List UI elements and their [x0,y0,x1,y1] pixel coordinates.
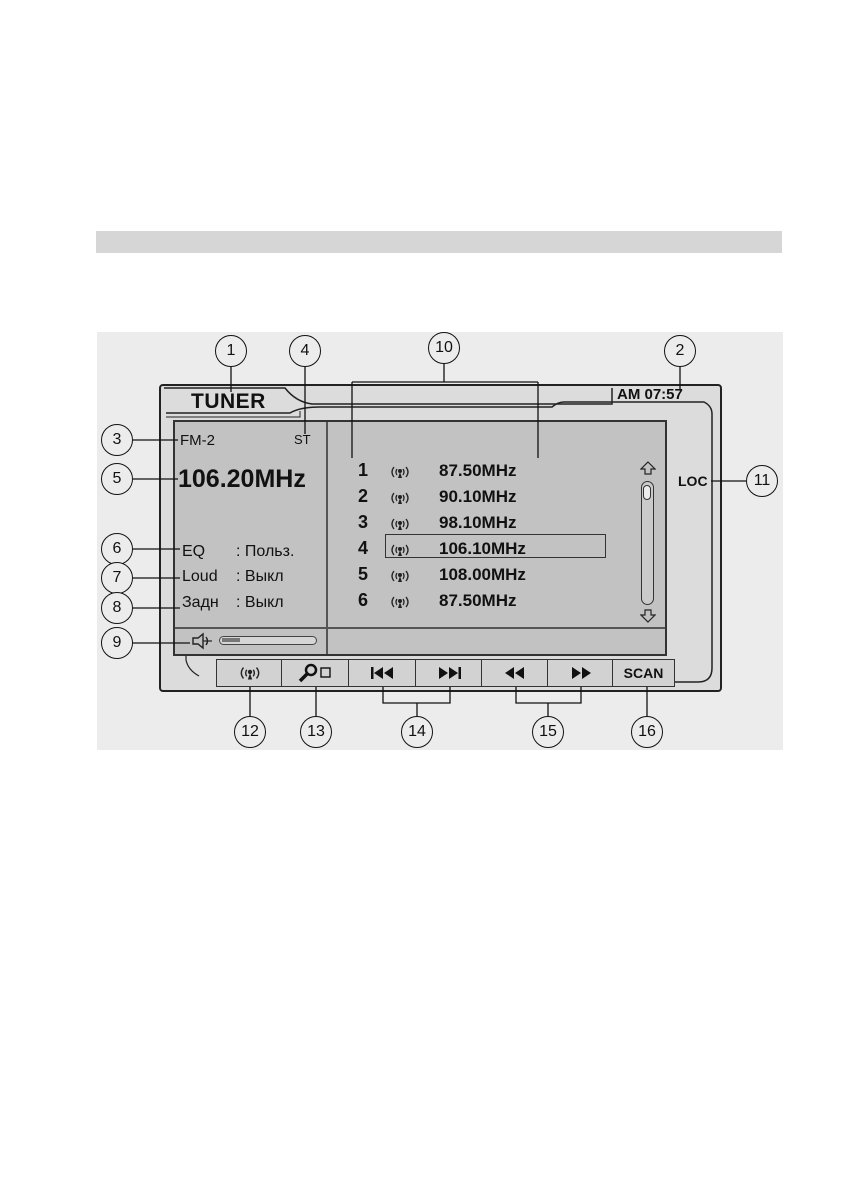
callout-15: 15 [532,716,564,748]
fast-forward-button[interactable] [547,659,614,687]
search-button[interactable] [281,659,350,687]
callout-5: 5 [101,463,133,495]
callout-13: 13 [300,716,332,748]
clock-time: 07:57 [644,386,683,403]
callout-3: 3 [101,424,133,456]
band-label: FM-2 [180,432,215,449]
callout-14: 14 [401,716,433,748]
preset-frequency: 90.10MHz [439,487,517,506]
skip-back-icon [370,667,393,679]
loc-button[interactable]: LOC [678,473,708,489]
status-divider [175,627,665,629]
preset-frequency: 87.50MHz [439,591,517,610]
volume-level-fill [222,638,240,642]
preset-item-1[interactable]: 1 87.50MHz [355,460,615,484]
selection-highlight [385,534,606,558]
rewind-button[interactable] [481,659,549,687]
callout-11: 11 [746,465,778,497]
callout-12: 12 [234,716,266,748]
preset-item-6[interactable]: 6 87.50MHz [355,590,615,614]
next-button[interactable] [415,659,483,687]
rear-label: Задн [182,594,219,611]
ampm-indicator: AM [617,386,641,403]
callout-16: 16 [631,716,663,748]
stereo-indicator: ST [294,432,311,447]
preset-number: 3 [358,512,369,532]
signal-icon [391,466,409,478]
preset-frequency: 98.10MHz [439,513,517,532]
loudness-value[interactable]: : Выкл [236,568,284,585]
signal-icon [391,570,409,582]
rear-value[interactable]: : Выкл [236,594,284,611]
callout-6: 6 [101,533,133,565]
callout-1: 1 [215,335,247,367]
loudness-label: Loud [182,568,218,585]
preset-item-5[interactable]: 5 108.00MHz [355,564,615,588]
preset-number: 2 [358,486,369,506]
preset-frequency: 108.00MHz [439,565,526,584]
signal-button[interactable] [216,659,283,687]
signal-icon [391,596,409,608]
preset-number: 5 [358,564,369,584]
preset-item-2[interactable]: 2 90.10MHz [355,486,615,510]
section-header-bar [96,231,782,253]
search-stop-icon [298,663,331,683]
signal-icon [240,667,259,680]
skip-forward-icon [439,667,461,679]
preset-number: 6 [358,590,369,610]
eq-label: EQ [182,543,206,560]
prev-button[interactable] [348,659,417,687]
app-title: TUNER [191,390,266,413]
volume-slider[interactable] [219,636,317,645]
fast-forward-icon [571,667,591,679]
callout-8: 8 [101,592,133,624]
preset-frequency: 106.10MHz [439,539,526,558]
speaker-icon [192,632,212,650]
rewind-icon [505,667,524,679]
preset-number: 1 [358,460,369,480]
preset-item-4[interactable]: 4 106.10MHz [355,534,615,562]
signal-icon [391,492,409,504]
callout-7: 7 [101,562,133,594]
callout-4: 4 [289,335,321,367]
scan-label: SCAN [623,665,664,681]
preset-item-3[interactable]: 3 98.10MHz [355,512,615,536]
preset-frequency: 87.50MHz [439,461,517,480]
eq-value[interactable]: : Польз. [236,543,295,560]
callout-2: 2 [664,335,696,367]
scan-button[interactable]: SCAN [612,659,675,687]
preset-scrollbar[interactable] [641,481,654,605]
callout-9: 9 [101,627,133,659]
preset-number: 4 [358,538,369,558]
scroll-down-icon[interactable] [640,609,656,623]
clock: AM 07:57 [617,386,683,403]
signal-icon [391,544,409,556]
signal-icon [391,518,409,530]
current-frequency: 106.20MHz [178,465,306,493]
display-screen [173,420,667,656]
panel-divider [326,422,328,654]
callout-10: 10 [428,332,460,364]
scroll-up-icon[interactable] [640,461,656,475]
scroll-thumb[interactable] [643,485,651,500]
